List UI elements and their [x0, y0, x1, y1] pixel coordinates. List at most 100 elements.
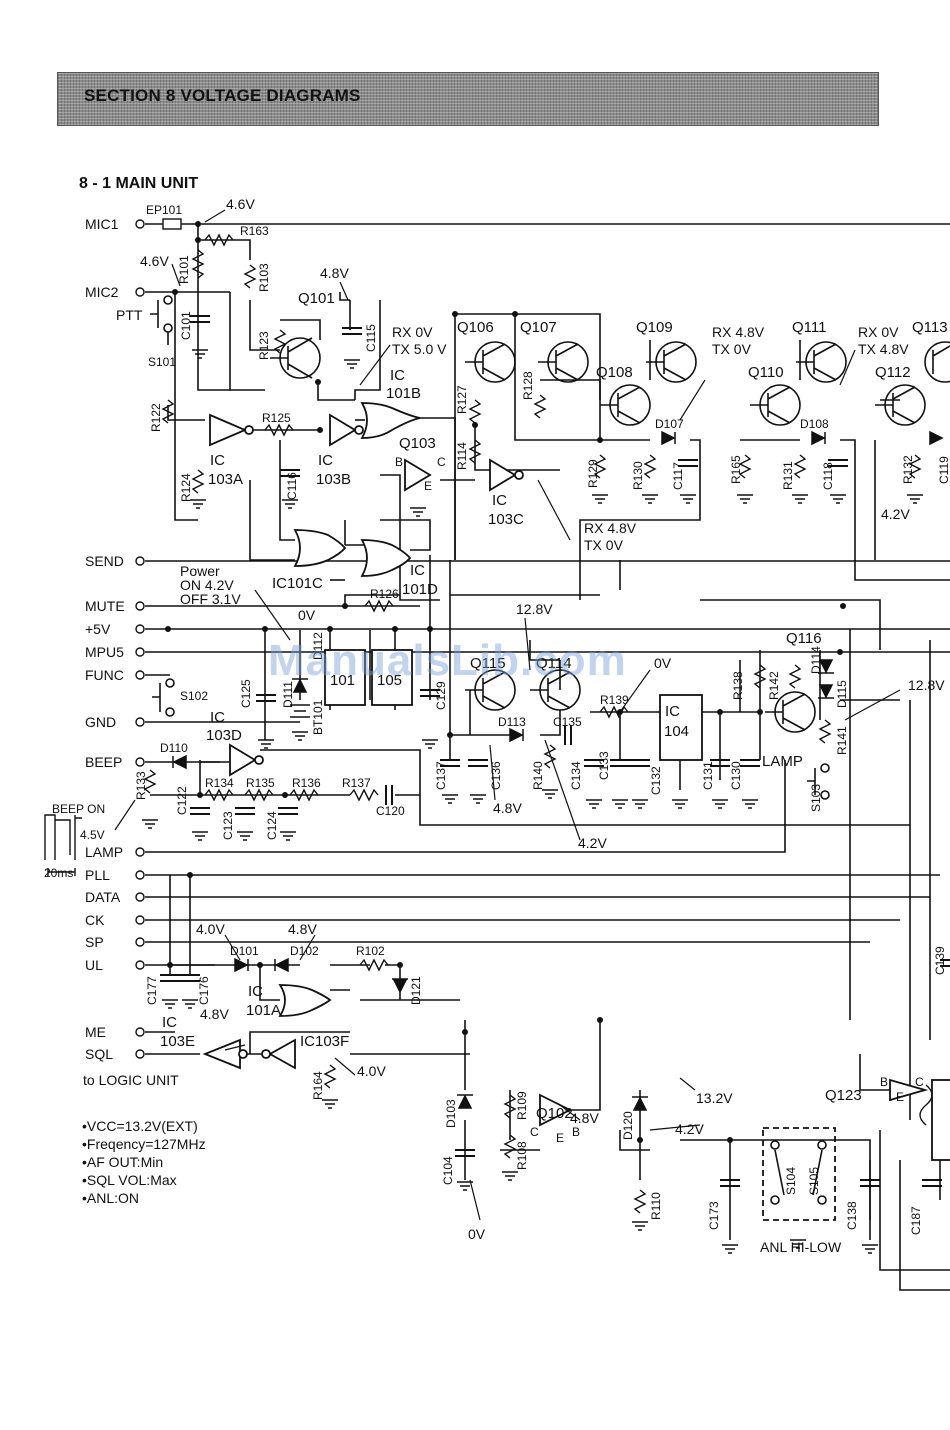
- label-c139: C139: [933, 946, 947, 975]
- label-5v: +5V: [85, 621, 111, 637]
- d109-symbol: [929, 430, 944, 446]
- label-ic103b-b: 103B: [316, 471, 351, 488]
- label-d110: D110: [160, 741, 188, 755]
- label-ic103a-b: 103A: [208, 471, 243, 488]
- r140-symbol: [543, 744, 557, 769]
- q106-symbol: [465, 341, 516, 383]
- label-r124: R124: [179, 473, 193, 502]
- q102-b-label: B: [572, 1125, 580, 1139]
- label-c130: C130: [729, 761, 743, 790]
- label-d111: D111: [281, 681, 295, 708]
- label-c177: C177: [145, 976, 159, 1005]
- label-r142: R142: [767, 671, 781, 700]
- note-sql-vol: •SQL VOL:Max: [82, 1172, 177, 1188]
- d101-symbol: [234, 957, 249, 973]
- label-send: SEND: [85, 553, 124, 569]
- r137-symbol: [349, 788, 379, 802]
- q108-symbol: [600, 384, 651, 426]
- ic101d-or-gate: [360, 539, 412, 577]
- beep-20ms-label: 20ms: [44, 866, 73, 880]
- volt-4-8v-q115: 4.8V: [493, 800, 522, 816]
- r122-symbol: [161, 399, 175, 424]
- q107-symbol: [538, 341, 589, 383]
- label-c135: C135: [553, 715, 582, 729]
- label-r141: R141: [835, 726, 849, 755]
- volt-12-8v-q116: 12.8V: [908, 677, 945, 693]
- label-q123: Q123: [825, 1087, 862, 1104]
- conditions-notes: •VCC=13.2V(EXT) •Freqency=127MHz •AF OUT…: [82, 1118, 206, 1206]
- label-r109: R109: [515, 1091, 529, 1120]
- q103-e-label: E: [424, 479, 432, 493]
- label-to-logic: to LOGIC UNIT: [83, 1072, 179, 1088]
- label-c104: C104: [441, 1156, 455, 1185]
- label-c115: C115: [364, 324, 378, 352]
- volt-0v-c104: 0V: [468, 1226, 486, 1242]
- q102-c-label: C: [530, 1125, 539, 1139]
- label-q101: Q101: [298, 290, 335, 307]
- beep-waveform: [44, 814, 82, 876]
- ic-labels: IC 101B IC 103A IC 103B IC 103C IC101C I…: [160, 367, 689, 1050]
- volt-rx-q111-a: RX 0V: [858, 324, 899, 340]
- ic103b-inverter: [329, 413, 357, 447]
- q112-symbol: [875, 384, 926, 426]
- r131-symbol: [793, 454, 807, 479]
- label-s102: S102: [180, 689, 208, 703]
- volt-4-2v-q114: 4.2V: [578, 835, 607, 851]
- switches: [150, 295, 830, 1205]
- label-r123: R123: [257, 331, 271, 360]
- label-s103: S103: [809, 784, 823, 812]
- ic104-box: [659, 694, 703, 761]
- label-q103: Q103: [399, 435, 436, 452]
- volt-rx-q101-b: TX 5.0 V: [392, 341, 447, 357]
- volt-4-6v-b: 4.6V: [140, 253, 169, 269]
- label-r139: R139: [600, 693, 629, 707]
- label-d112: D112: [311, 632, 325, 660]
- signal-labels: MIC1 MIC2 PTT S101 SEND MUTE +5V MPU5 FU…: [83, 216, 208, 1088]
- note-af-out: •AF OUT:Min: [82, 1154, 163, 1170]
- label-data: DATA: [85, 889, 121, 905]
- label-q113: Q113: [912, 319, 948, 336]
- s104-switch-symbol: [770, 1140, 785, 1205]
- label-mpu5: MPU5: [85, 644, 124, 660]
- label-c133: C133: [597, 751, 611, 780]
- label-lamp: LAMP: [85, 844, 123, 860]
- note-vcc: •VCC=13.2V(EXT): [82, 1118, 198, 1134]
- label-q114: Q114: [536, 655, 572, 672]
- label-d121: D121: [409, 976, 423, 1005]
- label-q116: Q116: [786, 630, 822, 647]
- label-ic101d-a: IC: [410, 562, 425, 579]
- label-ul: UL: [85, 957, 103, 973]
- ic101b-or-gate: [360, 402, 421, 439]
- label-gnd: GND: [85, 714, 116, 730]
- label-r108: R108: [515, 1141, 529, 1170]
- r102-symbol: [359, 958, 389, 972]
- label-r133: R133: [134, 771, 148, 800]
- label-r101: R101: [177, 255, 191, 284]
- volt-rx-q109-a: RX 4.8V: [712, 324, 765, 340]
- label-box101: 101: [330, 672, 355, 689]
- d114-symbol: [818, 659, 834, 674]
- r124-symbol: [191, 469, 205, 494]
- label-d101: D101: [230, 944, 259, 958]
- r123-symbol: [273, 329, 287, 354]
- label-pll: PLL: [85, 867, 110, 883]
- anl-switch-box: [762, 1127, 836, 1221]
- label-ic101a-b: 101A: [246, 1002, 281, 1019]
- volt-rx-103c-a: RX 4.8V: [584, 520, 637, 536]
- r127-symbol: [468, 399, 482, 424]
- r108-symbol: [503, 1134, 517, 1159]
- label-r122: R122: [149, 403, 163, 432]
- label-c101: C101: [179, 311, 193, 340]
- label-q110: Q110: [748, 364, 784, 381]
- r142-symbol: [788, 664, 802, 689]
- d110-symbol: [172, 754, 187, 770]
- label-r127: R127: [455, 385, 469, 414]
- r114-symbol: [468, 439, 482, 464]
- label-c138: C138: [845, 1201, 859, 1230]
- volt-rx-q111-b: TX 4.8V: [858, 341, 909, 357]
- label-r129: R129: [586, 459, 600, 488]
- q110-symbol: [750, 384, 801, 426]
- d102-symbol: [274, 957, 289, 973]
- label-c137: C137: [434, 761, 448, 790]
- volt-4-8v-q102: 4.8V: [570, 1110, 599, 1126]
